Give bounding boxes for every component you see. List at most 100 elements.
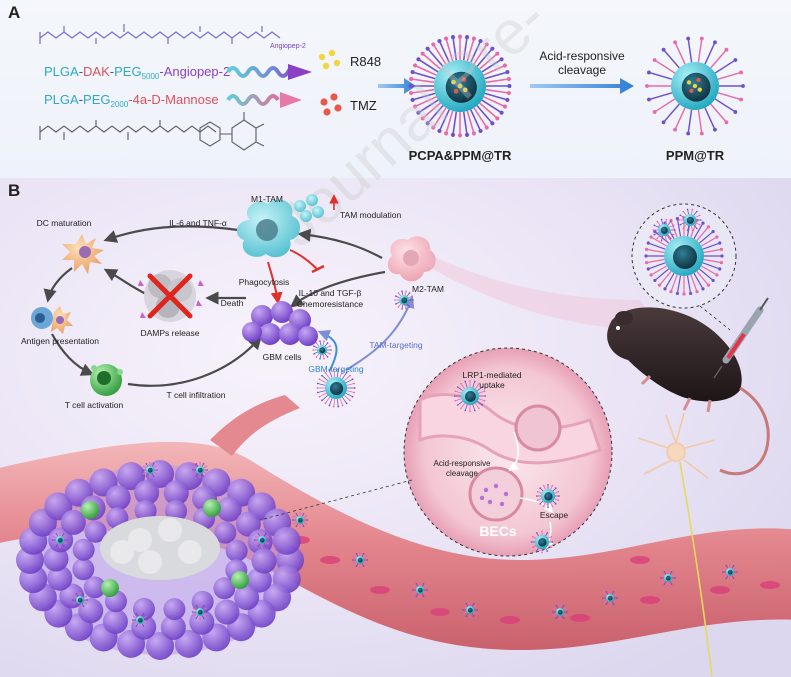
plga-text-2: PLGA xyxy=(44,92,79,107)
bec-nanoparticle-escape-icon xyxy=(536,484,560,509)
bec-nanoparticle-exit-icon xyxy=(530,530,554,554)
panel-a: A Angiopep-2 PLGA-DAK-PEG5000-Angiopep-2… xyxy=(8,3,745,163)
r848-dots-icon xyxy=(318,49,341,70)
np2-label: PPM@TR xyxy=(666,148,725,163)
lysosome-dots xyxy=(479,483,509,507)
cleavage-arrow-icon xyxy=(530,78,634,94)
tam-targeting-label: TAM-targeting xyxy=(369,340,422,350)
tam-targeting-arrow-icon xyxy=(345,295,415,371)
m2-tam-label: M2-TAM xyxy=(412,284,444,294)
angiopep-structure-label: Angiopep-2 xyxy=(270,43,306,50)
ppm-tr-nanoparticle-icon xyxy=(645,36,745,136)
immune-cycle: M1-TAM TAM modulation IL-6 and TNF-α DC … xyxy=(21,194,444,410)
tmz-dots-icon xyxy=(320,93,342,116)
dc-to-antigen-arrow-icon xyxy=(43,267,73,303)
il10-label-2: Chemoresistance xyxy=(297,299,363,309)
bec-arrow-1-icon xyxy=(508,431,519,472)
becs-label: BECs xyxy=(479,523,517,539)
dash-2a: - xyxy=(79,92,83,107)
peg-text-2: PEG xyxy=(83,92,110,107)
free-nanoparticle-icon xyxy=(316,368,356,408)
m1-tam-cell-icon xyxy=(236,199,301,258)
top-chemical-structure xyxy=(39,24,281,44)
endosome-icon xyxy=(514,404,562,452)
bec-arrow-2-icon xyxy=(519,497,554,514)
bec-nanoparticle-uptake-icon xyxy=(453,379,487,413)
m2-to-m1-arrow-icon xyxy=(297,228,383,259)
panel-a-letter: A xyxy=(8,3,20,22)
il6-label: IL-6 and TNF-α xyxy=(169,218,227,228)
tumor-mass xyxy=(16,460,304,660)
phagocytosis-arrow-icon xyxy=(267,261,283,305)
assembly-arrow-icon xyxy=(378,78,416,94)
bec-zoom-circle xyxy=(403,347,613,557)
syringe-icon xyxy=(713,297,769,379)
antigen-presentation-cells-icon xyxy=(31,306,73,334)
cleavage-label-1: Acid-responsive xyxy=(539,49,625,63)
infiltration-arrow-icon xyxy=(127,336,262,387)
helix-angiopep-icon xyxy=(226,64,312,80)
t-cell-infiltration-label: T cell infiltration xyxy=(167,390,226,400)
inhibition-line-icon xyxy=(289,249,319,271)
acid-cleavage-label-2: cleavage xyxy=(446,469,479,478)
panel-a-background xyxy=(0,0,791,178)
gbm-cells-cluster-icon xyxy=(242,301,318,346)
antigen-to-tcell-arrow-icon xyxy=(51,333,95,376)
angiopep-text: -Angiopep-2 xyxy=(159,64,230,79)
tam-modulation-cells-icon xyxy=(294,194,324,222)
np1-label: PCPA&PPM@TR xyxy=(409,148,512,163)
tam-modulation-label: TAM modulation xyxy=(340,210,402,220)
r848-label: R848 xyxy=(350,54,381,69)
peg-text-1: PEG xyxy=(114,64,141,79)
small-nanoparticle-gbm-icon xyxy=(312,340,332,360)
gbm-cells-label: GBM cells xyxy=(263,352,302,362)
dc-cell-icon xyxy=(62,234,104,274)
lysosome-icon xyxy=(468,466,524,522)
dak-text: DAK xyxy=(83,64,110,79)
lrp1-label-1: LRP1-mediated xyxy=(462,370,521,380)
plga-text-1: PLGA xyxy=(44,64,79,79)
inhibition-bar-icon xyxy=(311,264,325,274)
il10-label-1: IL-10 and TGF-β xyxy=(299,288,362,298)
death-label: Death xyxy=(221,298,244,308)
peg-sub-2: 2000 xyxy=(111,100,129,109)
mannose-text: -4a-D-Mannose xyxy=(128,92,218,107)
damps-cluster-icon xyxy=(138,270,204,322)
helix-mannose-icon xyxy=(226,92,302,108)
vessel-cells xyxy=(290,536,780,624)
m2-to-gbm-arrow-icon xyxy=(289,270,386,308)
bec-connector-icon xyxy=(259,479,413,521)
panel-b: B xyxy=(0,181,791,677)
acid-cleavage-label-1: Acid-responsive xyxy=(434,459,491,468)
t-cell-cluster-icon xyxy=(90,364,123,396)
zoom-small-np-2-icon xyxy=(678,208,702,232)
neuron-icon xyxy=(637,412,716,677)
phagocytosis-label: Phagocytosis xyxy=(239,277,290,287)
polymer-line-2: PLGA-PEG2000-4a-D-Mannose xyxy=(44,92,219,109)
dash-1b: - xyxy=(110,64,114,79)
pcpa-ppm-tr-nanoparticle-icon xyxy=(408,34,512,138)
dash-1a: - xyxy=(79,64,83,79)
peg-sub-1: 5000 xyxy=(142,72,160,81)
il6-arrow-icon xyxy=(103,225,239,243)
mouse-icon xyxy=(607,307,770,476)
damps-release-label: DAMPs release xyxy=(140,328,199,338)
injection-beam xyxy=(420,250,660,330)
small-nanoparticle-m2-icon xyxy=(394,290,414,310)
dc-maturation-label: DC maturation xyxy=(37,218,92,228)
escape-label: Escape xyxy=(540,510,569,520)
vessel-nanoparticles xyxy=(142,462,738,620)
t-cell-activation-label: T cell activation xyxy=(65,400,124,410)
cleavage-label-2: cleavage xyxy=(558,63,606,77)
zoom-connector-icon xyxy=(699,305,731,331)
zoom-small-np-1-icon xyxy=(652,218,676,242)
lrp1-label-2: uptake xyxy=(479,380,505,390)
panel-b-letter: B xyxy=(8,181,20,200)
damps-arrow-icon xyxy=(103,268,147,295)
m2-tam-cell-icon xyxy=(387,236,436,282)
gbm-targeting-arrow-icon xyxy=(317,329,338,371)
gbm-targeting-label: GBM-targeting xyxy=(308,364,364,374)
bottom-chemical-structure xyxy=(39,112,265,151)
